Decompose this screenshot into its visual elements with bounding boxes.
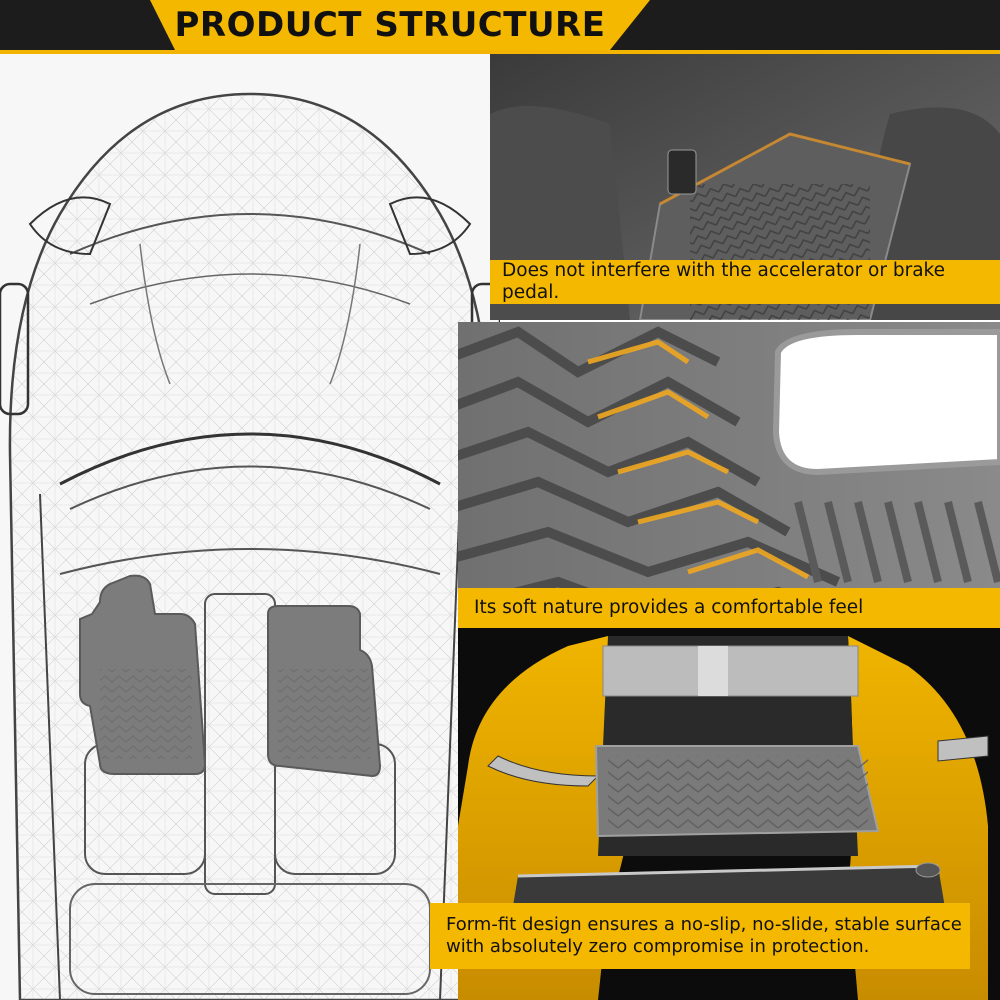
- mat-texture-image: [458, 322, 1000, 624]
- page-title: PRODUCT STRUCTURE: [174, 5, 606, 45]
- cargo-caption: Form-fit design ensures a no-slip, no-sl…: [430, 903, 970, 969]
- car-wireframe-illustration: [0, 92, 500, 1000]
- pedal-caption: Does not interfere with the accelerator …: [490, 260, 1000, 304]
- cargo-caption-line-1: Form-fit design ensures a no-slip, no-sl…: [446, 914, 962, 936]
- car-wireframe-panel: [0, 54, 500, 1000]
- header-accent-stripe: [0, 50, 1000, 54]
- cargo-caption-line-2: with absolutely zero compromise in prote…: [446, 936, 870, 957]
- mat-texture-photo: [458, 322, 1000, 624]
- header-banner: [150, 0, 650, 50]
- driver-floor-mat: [79, 574, 207, 775]
- texture-caption: Its soft nature provides a comfortable f…: [458, 588, 1000, 628]
- passenger-floor-mat: [267, 605, 382, 778]
